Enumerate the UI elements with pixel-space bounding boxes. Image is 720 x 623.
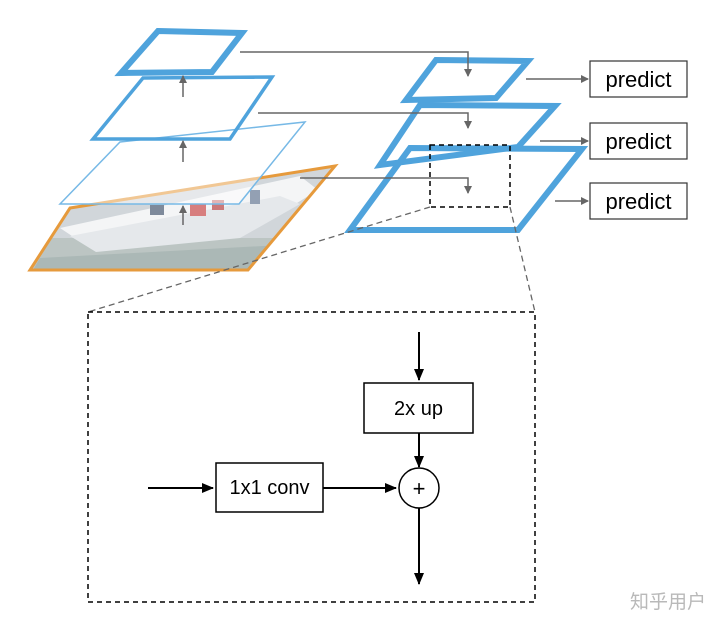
feature-level-3 [114, 27, 248, 77]
lateral-arrows [240, 51, 472, 194]
building-block-detail: 2x up 1x1 conv + [87, 311, 536, 603]
merged-level-bottom [344, 144, 589, 233]
predict-label: predict [605, 189, 671, 214]
feature-level-2 [89, 75, 276, 141]
add-node: + [398, 467, 440, 509]
predict-box-1: predict [589, 60, 688, 98]
predict-label: predict [605, 67, 671, 92]
merged-level-middle [373, 101, 562, 169]
conv-box: 1x1 conv [215, 462, 324, 513]
upsample-box: 2x up [363, 382, 474, 434]
conv-label: 1x1 conv [229, 477, 309, 499]
predict-box-2: predict [589, 122, 688, 160]
detail-frame [87, 311, 536, 603]
zoom-connectors [87, 206, 536, 313]
merged-level-top [399, 56, 535, 104]
bottom-up-pyramid [27, 27, 339, 272]
predict-arrows [526, 75, 589, 205]
upsample-label: 2x up [394, 398, 443, 420]
add-symbol: + [413, 476, 426, 501]
top-down-pyramid [344, 56, 589, 233]
watermark: 知乎用户 [630, 591, 706, 613]
feature-level-1 [58, 121, 307, 205]
predict-label: predict [605, 129, 671, 154]
predict-box-3: predict [589, 182, 688, 220]
detail-highlight-box [429, 144, 511, 208]
